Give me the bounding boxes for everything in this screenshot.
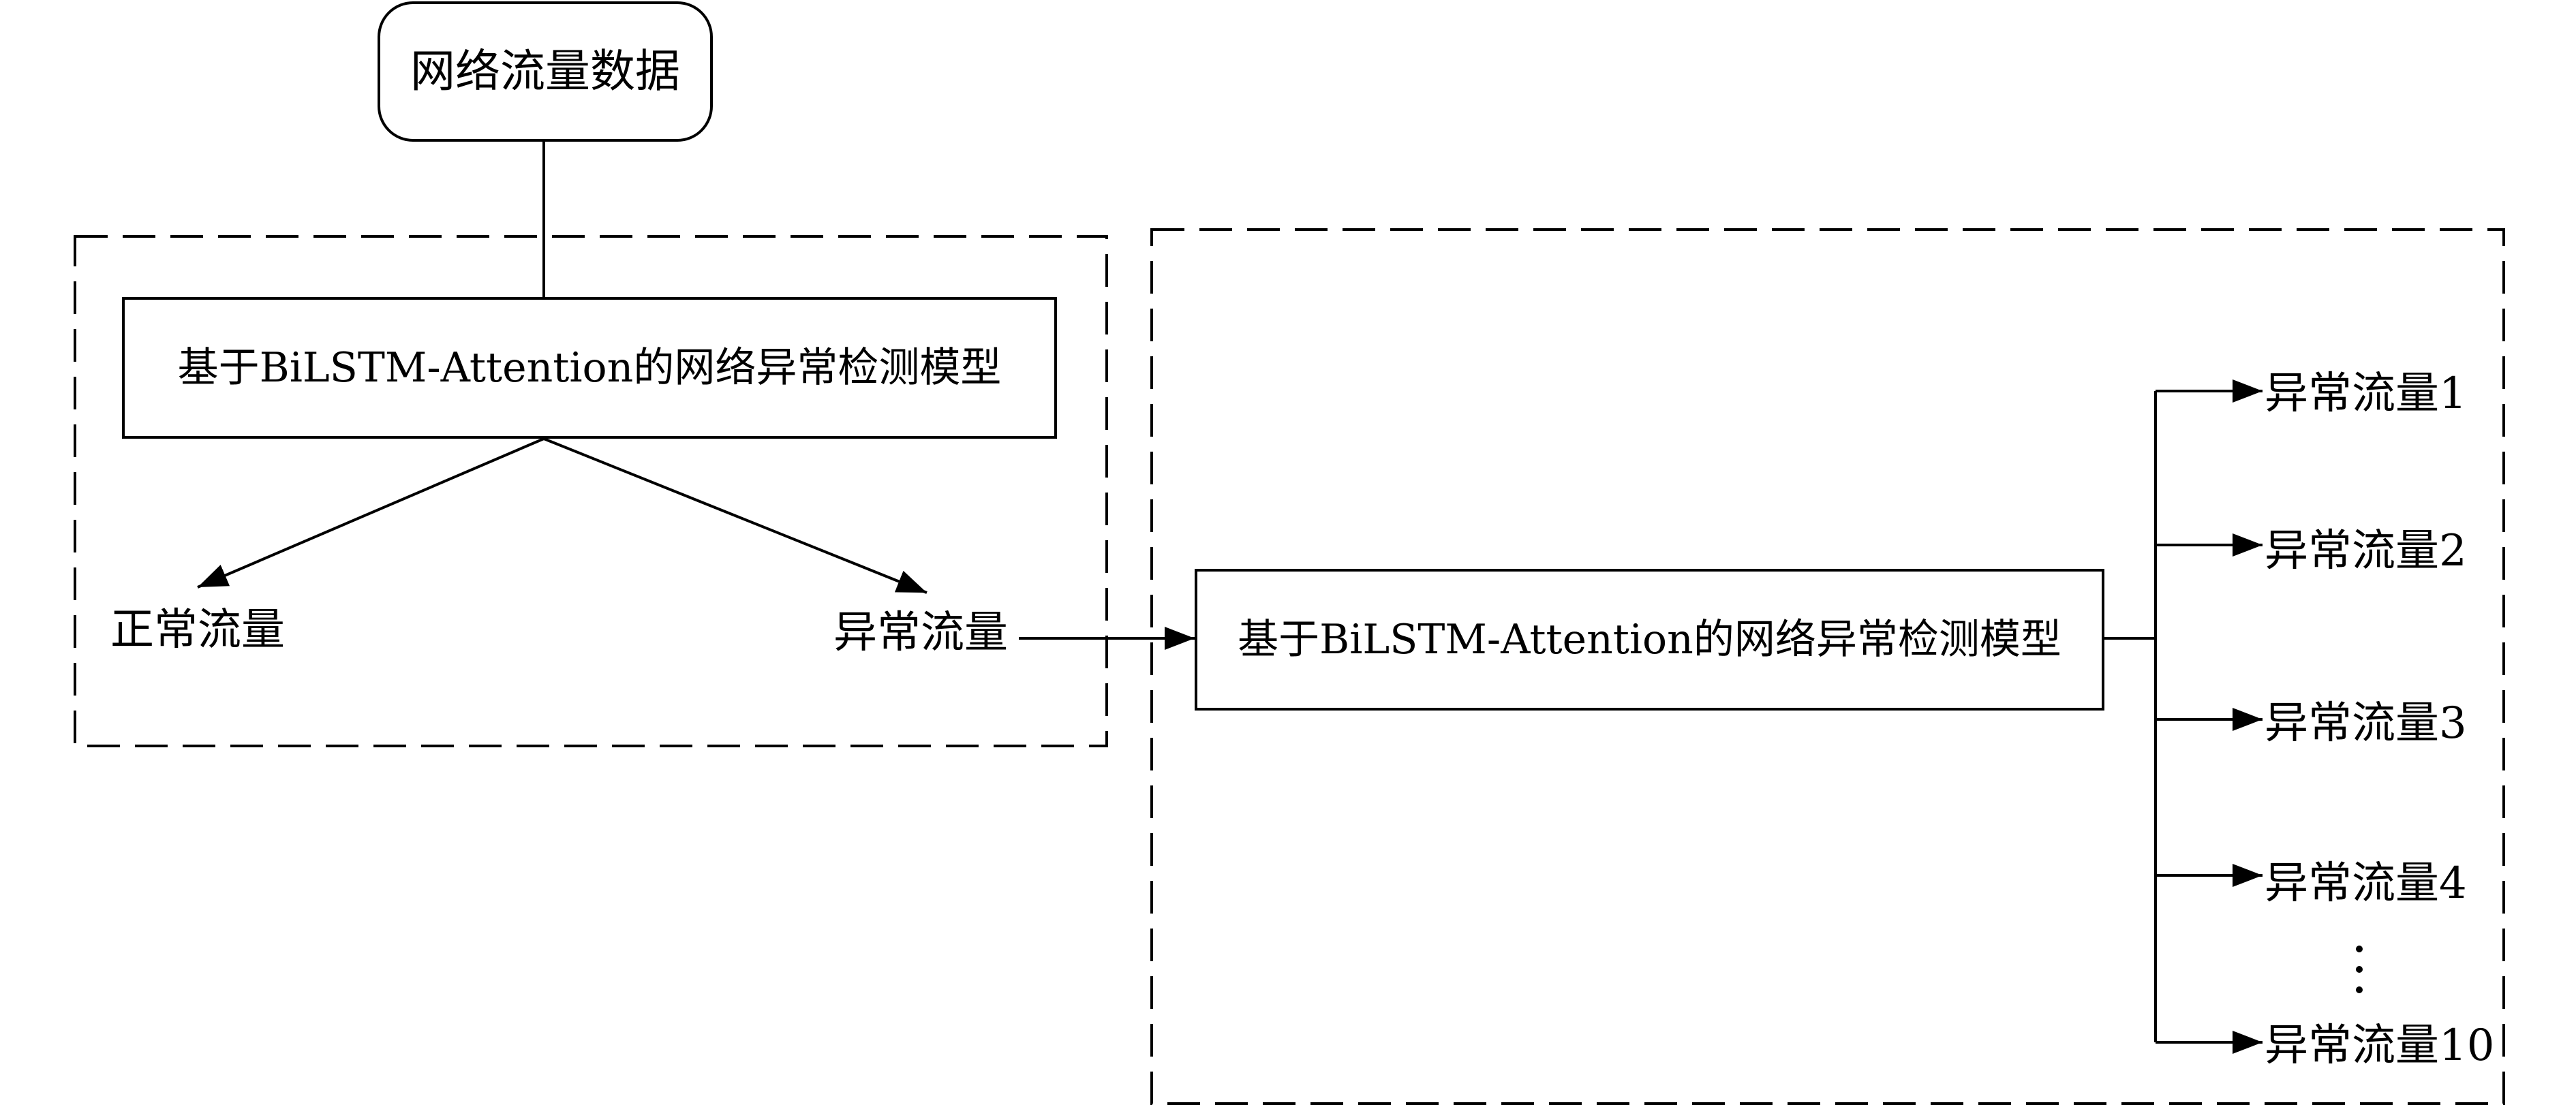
stage2-model-box: 基于BiLSTM-Attention的网络异常检测模型 xyxy=(1195,569,2104,711)
anomaly-traffic-label: 异常流量 xyxy=(833,608,1008,658)
anomaly-class-4-label: 异常流量4 xyxy=(2265,858,2467,909)
anomaly-class-1-label: 异常流量1 xyxy=(2265,369,2467,419)
anomaly-class-3-label: 异常流量3 xyxy=(2265,698,2467,749)
stage1-dashed-frame xyxy=(74,235,1108,747)
anomaly-class-2-label: 异常流量2 xyxy=(2265,526,2467,576)
stage2-model-label: 基于BiLSTM-Attention的网络异常检测模型 xyxy=(1238,616,2061,664)
arrow-to-normal xyxy=(197,437,545,589)
stage1-model-label: 基于BiLSTM-Attention的网络异常检测模型 xyxy=(177,344,1002,392)
normal-traffic-label: 正常流量 xyxy=(110,605,285,655)
vertical-ellipsis-icon xyxy=(2352,946,2366,993)
source-label: 网络流量数据 xyxy=(410,45,680,97)
anomaly-class-10-label: 异常流量10 xyxy=(2265,1020,2495,1071)
source-node: 网络流量数据 xyxy=(378,1,713,142)
arrow-to-anomaly xyxy=(543,437,927,594)
stage1-model-box: 基于BiLSTM-Attention的网络异常检测模型 xyxy=(122,297,1057,439)
stage2-dashed-frame xyxy=(1150,228,2505,1105)
